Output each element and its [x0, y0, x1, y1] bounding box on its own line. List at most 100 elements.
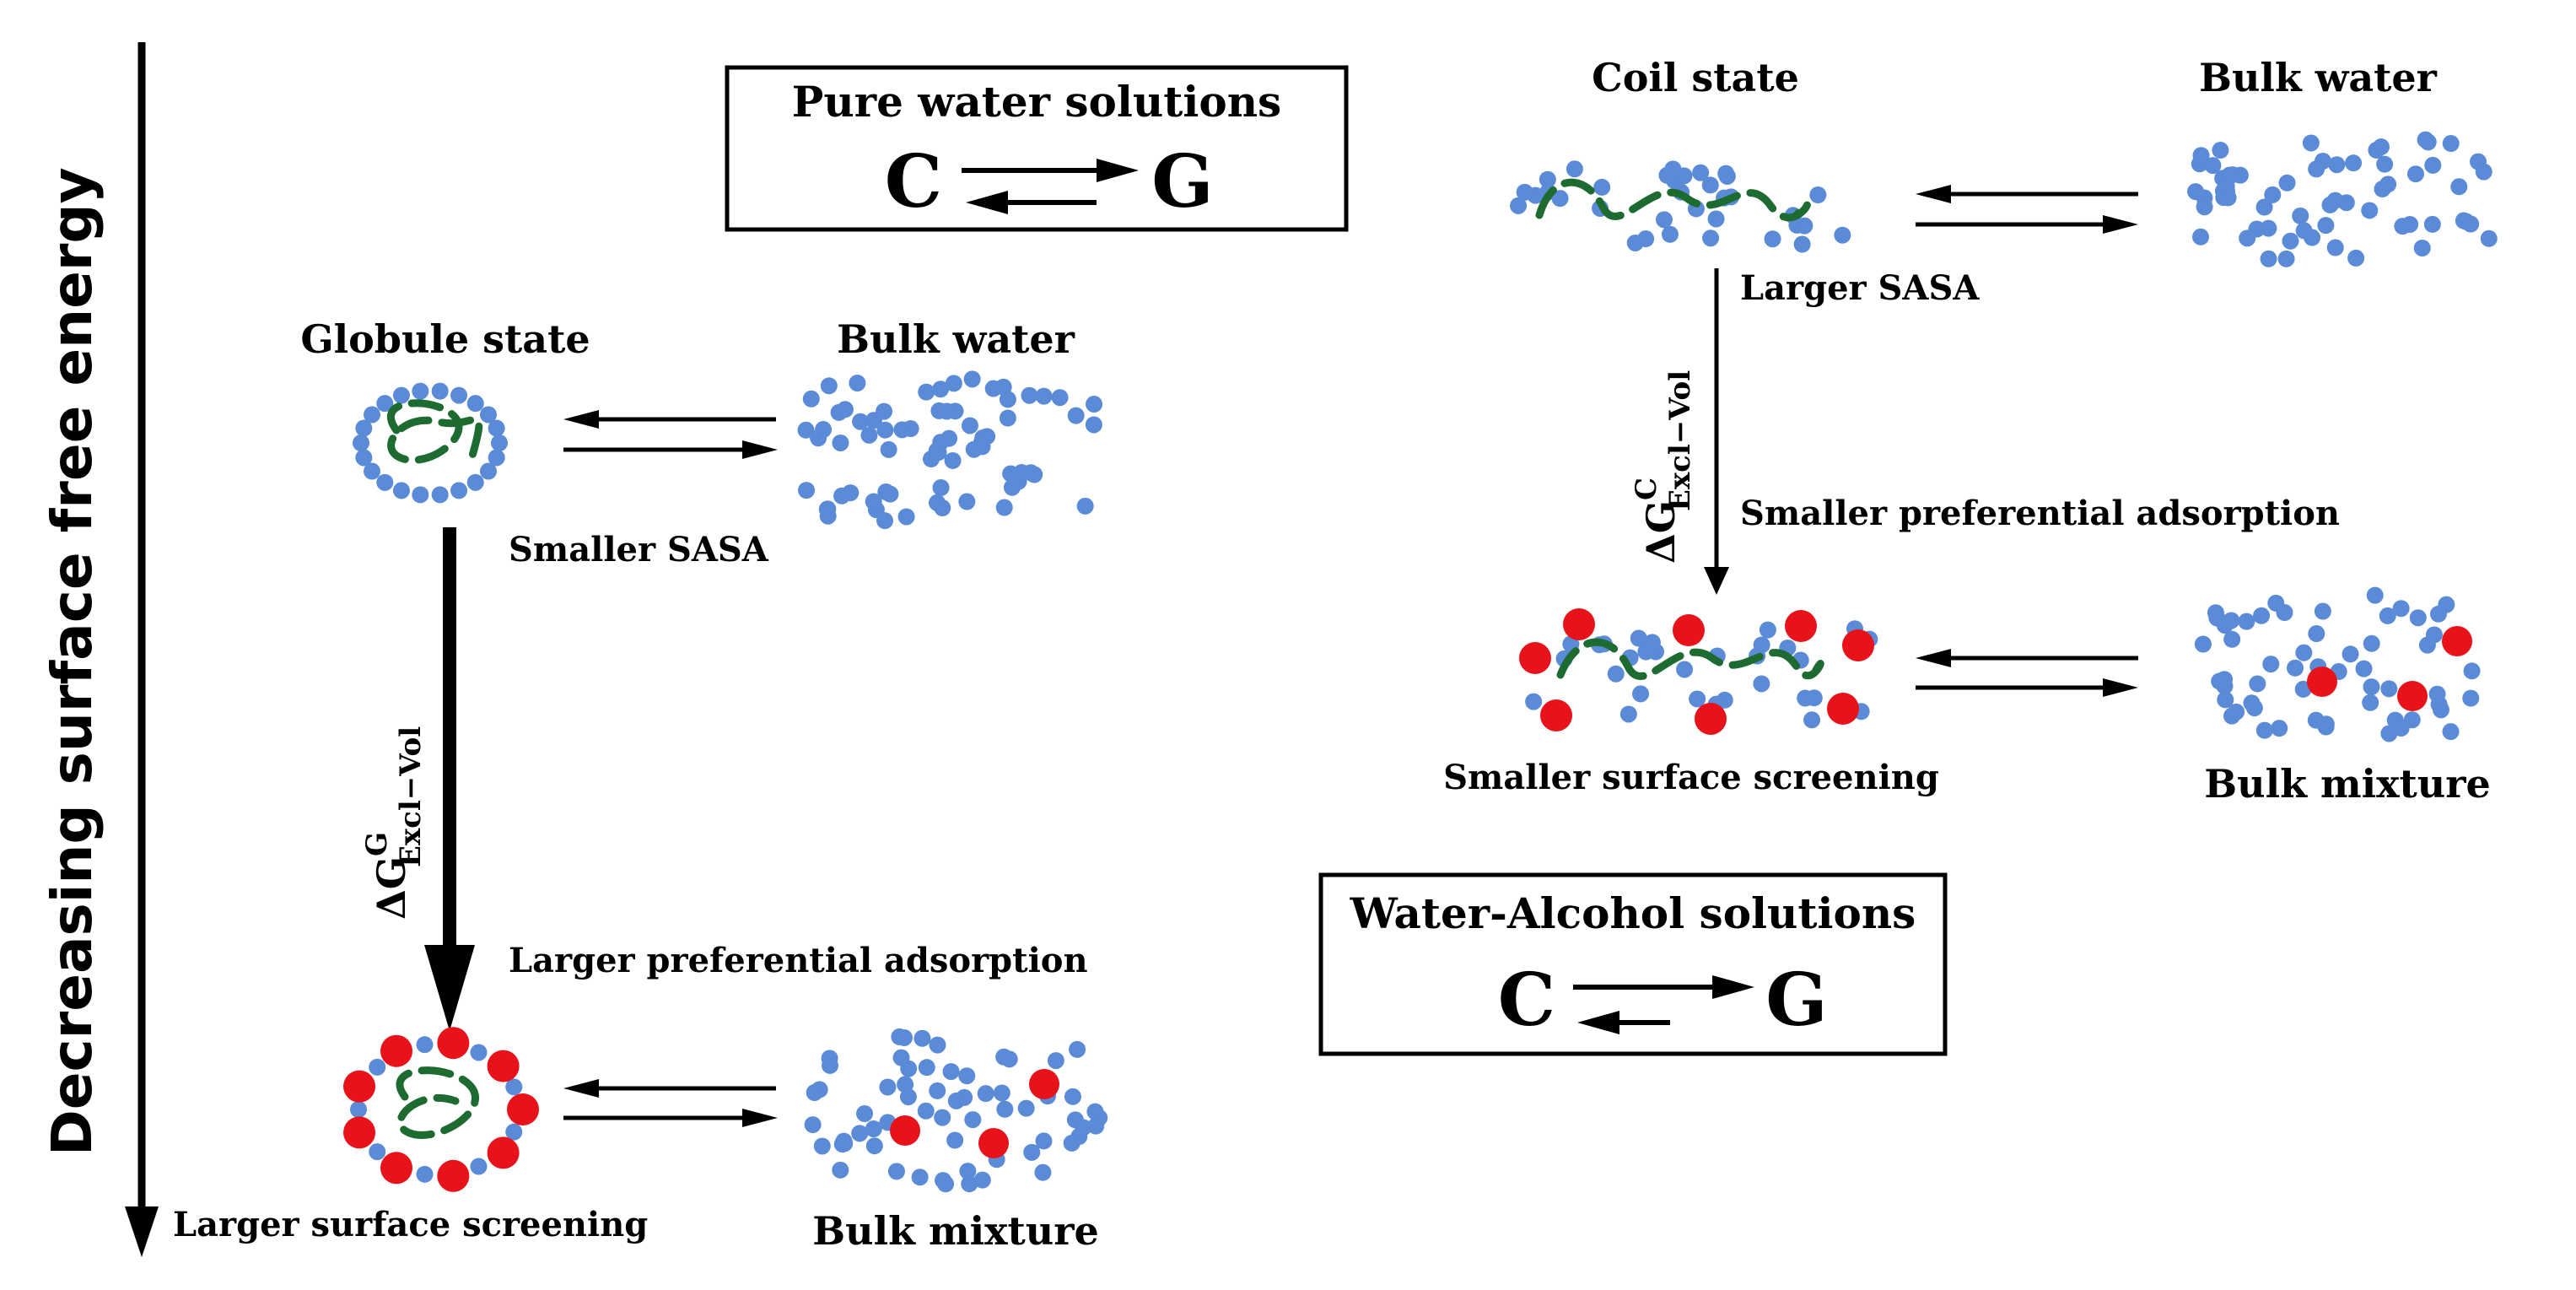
water-molecule	[806, 1084, 823, 1102]
water-molecule	[1086, 1103, 1104, 1120]
mixed-box-coil-symbol: C	[1498, 958, 1555, 1043]
water-molecule	[2223, 612, 2240, 629]
water-molecule	[1021, 386, 1038, 404]
water-molecule	[2463, 662, 2481, 680]
water-molecule	[2480, 229, 2498, 247]
water-molecule	[2475, 163, 2492, 181]
water-molecule	[995, 499, 1013, 516]
water-molecule	[876, 512, 894, 530]
water-molecule	[1626, 234, 1644, 251]
globule-delta-symbol: ΔG	[369, 856, 414, 920]
water-molecule	[376, 395, 394, 413]
water-molecule	[1064, 1088, 1081, 1105]
water-molecule	[1085, 416, 1102, 434]
alcohol-molecule	[1695, 703, 1727, 735]
water-molecule	[470, 1158, 488, 1175]
mixed-box-globule-symbol: G	[1765, 958, 1827, 1043]
water-molecule	[1013, 464, 1031, 482]
water-molecule	[2379, 607, 2396, 624]
water-molecule	[2304, 229, 2321, 246]
water-molecule	[917, 1102, 935, 1120]
water-molecule	[1023, 1143, 1041, 1161]
water-molecule	[932, 478, 950, 496]
alcohol-molecule	[2397, 681, 2428, 711]
water-molecule	[450, 386, 468, 404]
water-molecule	[1051, 389, 1069, 407]
water-molecule	[350, 1101, 367, 1118]
water-molecule	[2321, 196, 2339, 213]
water-molecule	[2392, 719, 2410, 737]
water-molecule	[1630, 629, 1647, 647]
water-molecule	[431, 486, 449, 504]
water-molecule	[2366, 586, 2384, 604]
globule-delta-g-label: ΔGG Excl−Vol	[360, 726, 428, 920]
pure-box-coil-symbol: C	[885, 139, 942, 224]
water-molecule	[369, 1058, 386, 1076]
water-molecule	[999, 391, 1016, 408]
water-molecule	[2207, 604, 2224, 622]
water-molecule	[2255, 721, 2273, 739]
water-molecule	[918, 1059, 935, 1077]
water-molecule	[2419, 133, 2437, 151]
water-molecule	[369, 1143, 386, 1161]
water-molecule	[2326, 239, 2344, 256]
alcohol-molecule	[2307, 667, 2337, 697]
water-molecule	[815, 421, 833, 439]
water-molecule	[818, 500, 836, 518]
water-molecule	[1017, 1099, 1035, 1117]
water-molecule	[973, 438, 991, 456]
alcohol-molecule	[487, 1050, 520, 1082]
water-molecule	[2428, 685, 2446, 703]
coil-transition-arrow	[1704, 268, 1729, 595]
water-molecule	[2295, 644, 2313, 661]
water-molecule	[1086, 396, 1103, 413]
pure-water-box: Pure water solutions C G	[725, 65, 1349, 232]
water-molecule	[2418, 636, 2436, 654]
water-molecule	[2363, 678, 2380, 696]
water-molecule	[2347, 249, 2365, 267]
larger-adsorption-label: Larger preferential adsorption	[509, 941, 1088, 980]
water-molecule	[479, 462, 497, 480]
water-molecule	[392, 482, 410, 499]
water-molecule	[2442, 135, 2460, 153]
water-molecule	[1664, 160, 1682, 178]
water-molecule	[1035, 387, 1053, 405]
water-molecule	[412, 382, 429, 400]
alcohol-molecule	[437, 1159, 470, 1192]
water-molecule	[466, 395, 484, 413]
water-molecule	[1805, 689, 1823, 707]
water-molecule	[2438, 596, 2455, 613]
water-molecule	[2355, 660, 2373, 677]
coil-delta-sup: C	[1630, 478, 1663, 500]
water-molecule	[961, 1175, 978, 1193]
water-molecule	[2380, 680, 2398, 698]
water-molecule	[1035, 1132, 1053, 1150]
water-molecule	[466, 473, 484, 491]
water-molecule	[1637, 643, 1655, 661]
water-molecule	[1619, 705, 1637, 723]
water-molecule	[2260, 219, 2277, 237]
water-molecule	[1707, 210, 1725, 228]
water-molecule	[355, 419, 373, 437]
water-molecule	[470, 1044, 488, 1061]
water-molecule	[856, 1104, 874, 1122]
water-molecule	[929, 1036, 946, 1054]
water-molecule	[2363, 634, 2380, 652]
water-molecule	[416, 1165, 434, 1183]
water-molecule	[947, 1092, 965, 1109]
water-molecule	[937, 1175, 955, 1193]
water-molecule	[999, 409, 1016, 427]
water-molecule	[2216, 677, 2234, 695]
water-molecule	[1632, 685, 1650, 703]
water-molecule	[355, 449, 373, 467]
water-molecule	[412, 486, 429, 504]
polymer-chain	[1535, 178, 1811, 222]
alcohol-molecule	[380, 1152, 412, 1185]
water-molecule	[2239, 229, 2256, 247]
water-molecule	[836, 401, 854, 418]
water-molecule	[376, 473, 394, 491]
alcohol-molecule	[1540, 699, 1572, 731]
water-molecule	[832, 434, 849, 451]
coil-delta-sub: Excl−Vol	[1663, 370, 1697, 511]
water-molecule	[2302, 134, 2320, 152]
